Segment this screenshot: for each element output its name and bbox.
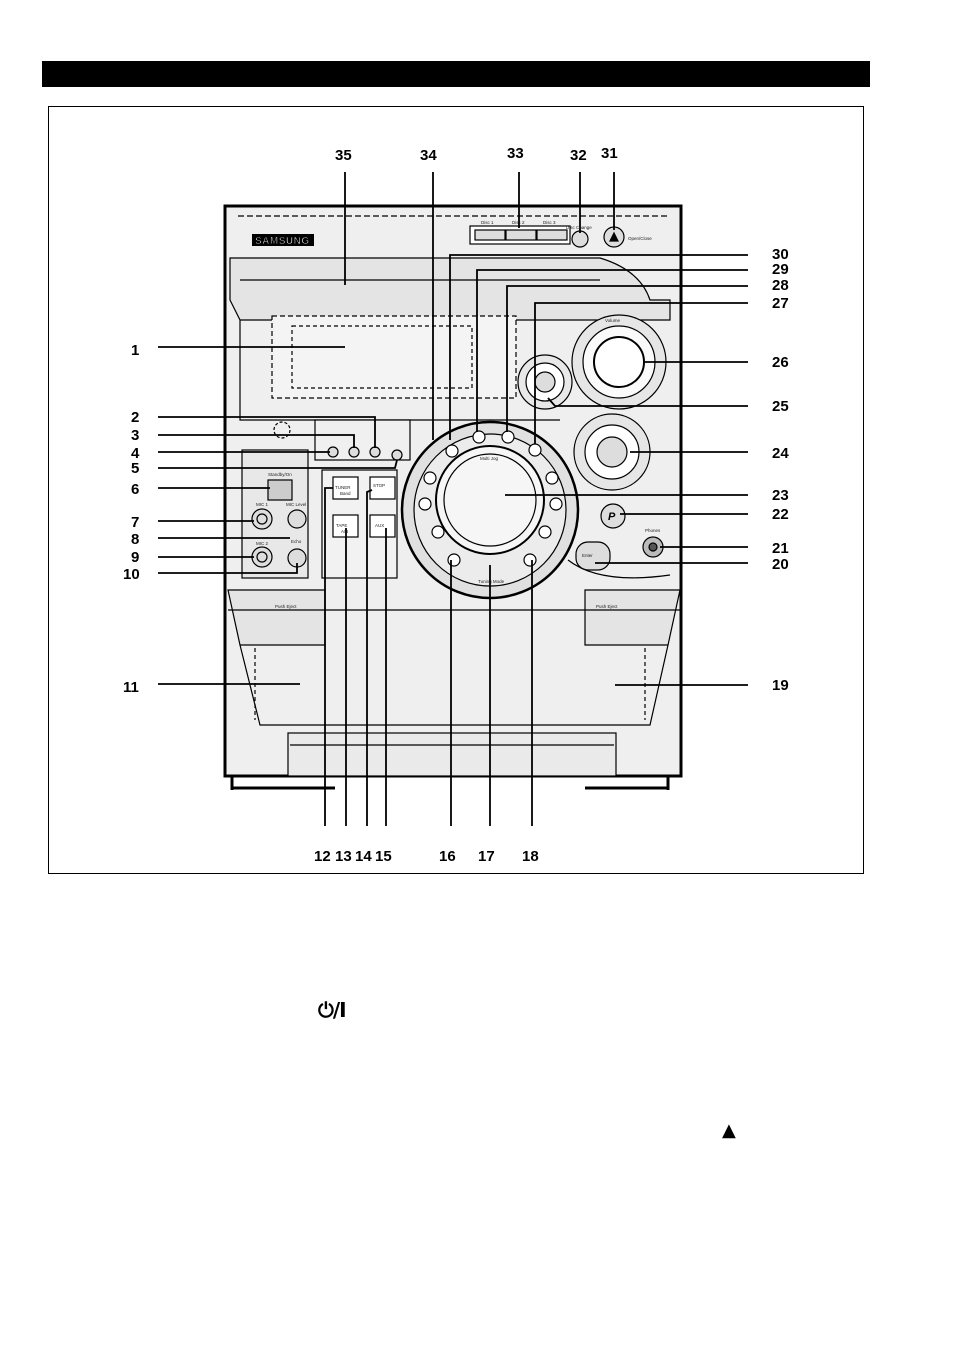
tuner-label: TUNER (335, 485, 351, 490)
mic1-jack (252, 509, 272, 529)
disc1-label: Disc 1 (481, 220, 494, 225)
volume-label: Volume (605, 318, 621, 323)
stop-label: STOP (373, 483, 385, 488)
volume-knob (594, 337, 644, 387)
callout-27: 27 (772, 295, 789, 312)
mic-level-knob (288, 510, 306, 528)
callout-10: 10 (123, 566, 140, 583)
timer-button (370, 447, 380, 457)
callout-17: 17 (478, 848, 495, 865)
callout-16: 16 (439, 848, 456, 865)
callout-13: 13 (335, 848, 352, 865)
callout-5: 5 (131, 460, 139, 477)
callout-7: 7 (131, 514, 139, 531)
callout-3: 3 (131, 427, 139, 444)
mode-button (349, 447, 359, 457)
p-button-label: P (608, 511, 616, 523)
callout-29: 29 (772, 261, 789, 278)
callout-2: 2 (131, 409, 139, 426)
disc1-button (475, 230, 505, 240)
tuning-mode-label: Tuning Mode (478, 579, 505, 584)
disc3-label: Disc 3 (543, 220, 556, 225)
enter-label: Enter (582, 553, 593, 558)
multi-jog-dial (436, 446, 544, 554)
standby-button (268, 480, 292, 500)
callout-12: 12 (314, 848, 331, 865)
display-window (272, 316, 516, 398)
push-eject-left-label: Push Eject (275, 604, 297, 609)
callout-15: 15 (375, 848, 392, 865)
multi-jog-label: Multi Jog (480, 456, 499, 461)
callout-25: 25 (772, 398, 789, 415)
aux-label: AUX (375, 523, 384, 528)
disc3-button (537, 230, 567, 240)
callout-24: 24 (772, 445, 789, 462)
mic-level-label: MIC Level (286, 502, 306, 507)
callout-8: 8 (131, 531, 139, 548)
callout-1: 1 (131, 342, 139, 359)
callout-18: 18 (522, 848, 539, 865)
phones-label: Phones (645, 528, 661, 533)
lower-panel (288, 733, 616, 776)
mic1-label: MIC 1 (256, 502, 268, 507)
tape-sub-label: A/B (341, 529, 348, 534)
callout-11: 11 (123, 679, 139, 696)
callout-6: 6 (131, 481, 139, 498)
callout-20: 20 (772, 556, 789, 573)
mic2-jack (252, 547, 272, 567)
tape-label: TAPE (336, 523, 347, 528)
callout-33: 33 (507, 145, 524, 162)
callout-28: 28 (772, 277, 789, 294)
callout-35: 35 (335, 147, 352, 164)
callout-22: 22 (772, 506, 789, 523)
callout-23: 23 (772, 487, 789, 504)
push-eject-right-label: Push Eject (596, 604, 618, 609)
callout-21: 21 (772, 540, 789, 557)
open-close-label: Open/Close (628, 236, 652, 241)
callout-9: 9 (131, 549, 139, 566)
mic2-label: MIC 2 (256, 541, 268, 546)
callout-34: 34 (420, 147, 437, 164)
callout-26: 26 (772, 354, 789, 371)
disc-change-button (572, 231, 588, 247)
brand-logo: SAMSUNG (255, 236, 310, 247)
callout-14: 14 (355, 848, 372, 865)
eject-triangle-icon: ▲ (722, 1120, 736, 1141)
rec-button (392, 450, 402, 460)
stop-button (370, 477, 395, 499)
callout-19: 19 (772, 677, 789, 694)
power-standby-icon: ⏻/I (318, 998, 346, 1022)
callout-31: 31 (601, 145, 618, 162)
tuner-sub-label: Band (340, 491, 351, 496)
callout-32: 32 (570, 147, 587, 164)
disc2-button (506, 230, 536, 240)
echo-label: Echo (291, 539, 302, 544)
standby-label: Standby/On (268, 472, 292, 477)
